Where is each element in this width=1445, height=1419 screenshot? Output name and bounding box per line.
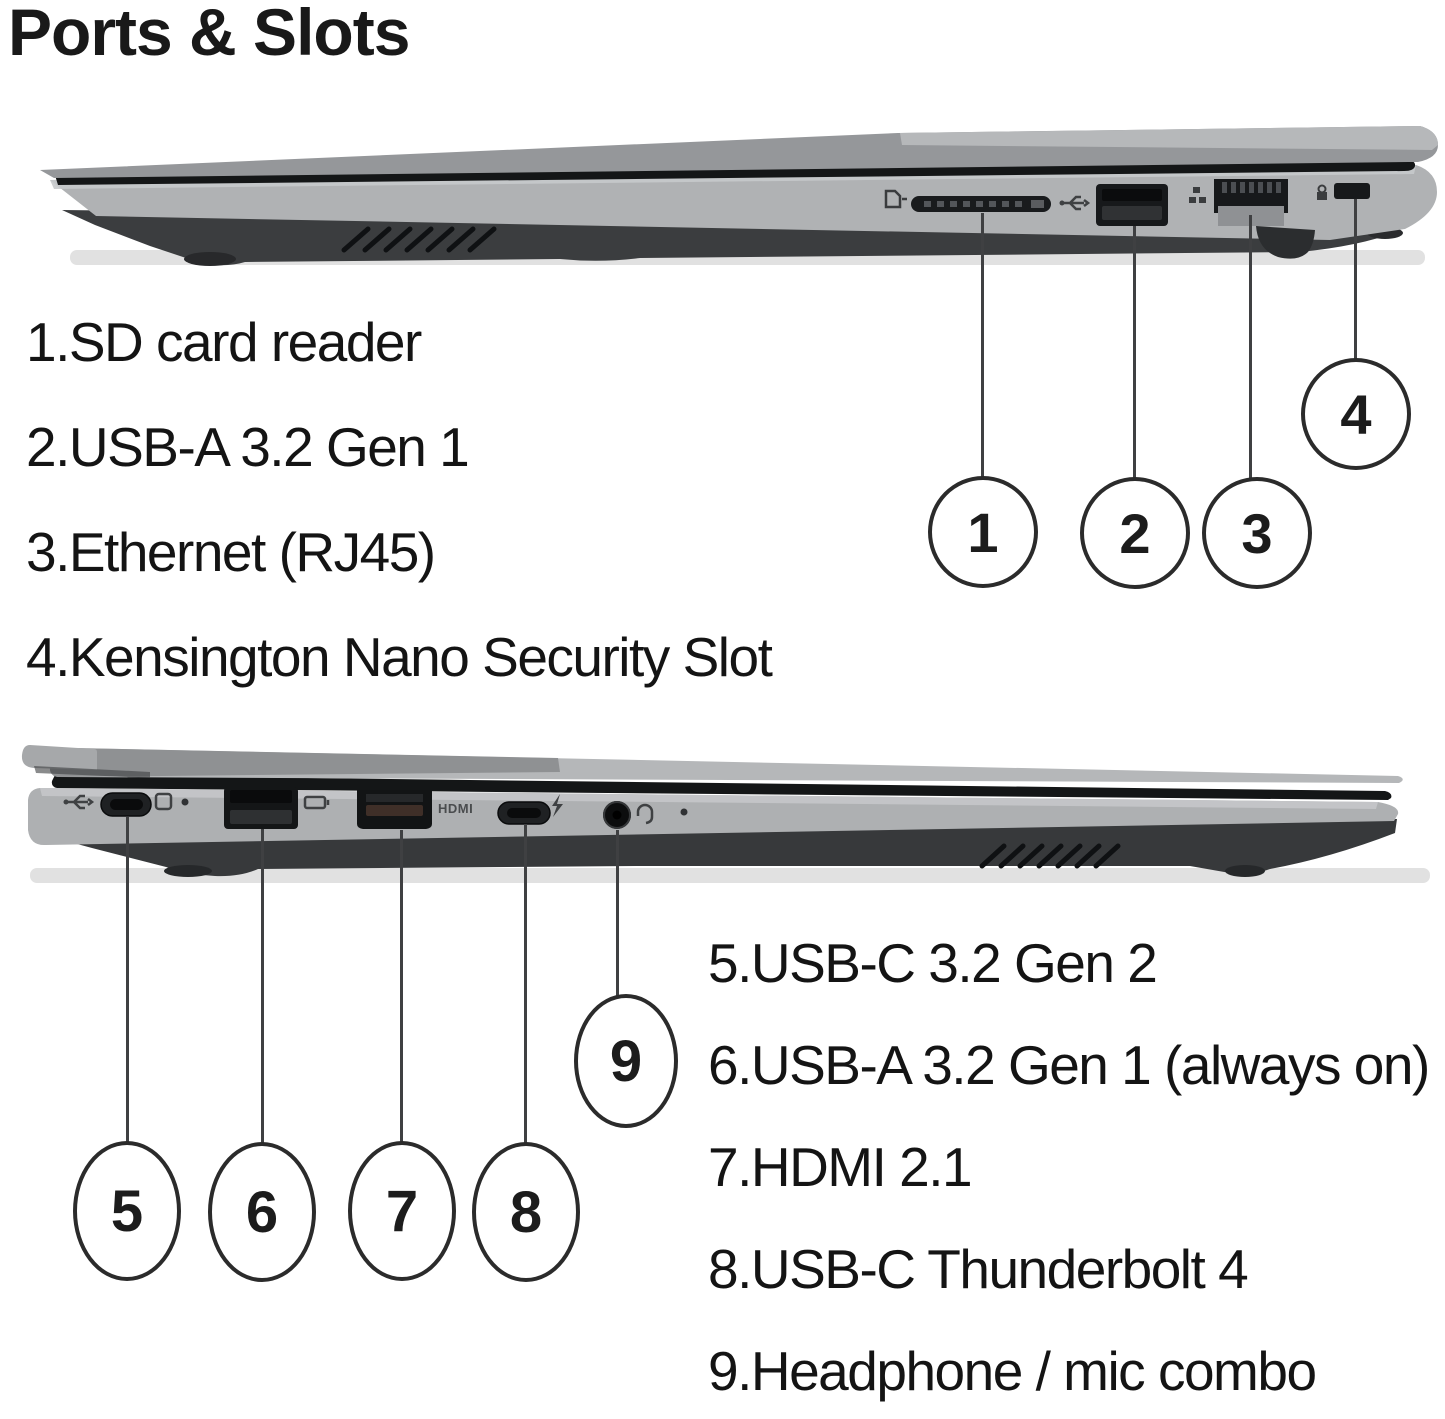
thunderbolt-icon	[552, 794, 563, 817]
kensington-security-slot	[1334, 183, 1370, 199]
usb-a-port	[1096, 184, 1168, 226]
callout-circle-1: 1	[928, 476, 1038, 588]
callout-number: 2	[1119, 501, 1151, 565]
lid-front-lip	[21, 745, 97, 770]
microphone-hole	[680, 808, 688, 816]
lip-shadow	[34, 766, 150, 778]
power-delivery-icon	[154, 792, 173, 811]
port-label-1: 1.SD card reader	[26, 311, 422, 373]
usb-c-port	[100, 792, 152, 817]
leader-line-5	[126, 817, 129, 1143]
rubber-foot	[164, 865, 212, 877]
ethernet-rj45-port	[1214, 179, 1315, 259]
charging-indicator-dot	[181, 798, 189, 806]
callout-circle-8: 8	[472, 1142, 580, 1282]
laptop-right-side-illustration	[40, 126, 1438, 266]
usb-trident-icon	[63, 794, 95, 810]
callout-number: 7	[385, 1178, 419, 1244]
kensington-lock-icon	[1317, 184, 1327, 200]
port-label-6: 6.USB-A 3.2 Gen 1 (always on)	[708, 1034, 1430, 1096]
port-label-7: 7.HDMI 2.1	[708, 1136, 973, 1198]
callout-circle-3: 3	[1202, 477, 1312, 589]
lid-gap	[51, 775, 1392, 800]
callout-number: 5	[110, 1178, 144, 1244]
leader-line-4	[1354, 199, 1357, 360]
lid-highlight	[900, 126, 1438, 150]
callout-number: 9	[609, 1028, 643, 1094]
leader-line-3	[1249, 215, 1252, 479]
lid-shaded-half	[49, 748, 561, 777]
headphone-jack-port	[603, 801, 631, 829]
sd-card-icon	[884, 189, 907, 209]
callout-circle-9: 9	[574, 994, 678, 1128]
usb-a-always-on-port	[224, 787, 298, 829]
battery-icon	[303, 795, 330, 810]
right-side-port-list: 1.SD card reader 2.USB-A 3.2 Gen 1 3.Eth…	[26, 290, 773, 710]
hdmi-marking: HDMI	[438, 801, 473, 816]
callout-circle-5: 5	[73, 1141, 181, 1281]
callout-circle-6: 6	[208, 1142, 316, 1282]
port-label-8: 8.USB-C Thunderbolt 4	[708, 1238, 1249, 1300]
usb-trident-icon	[1059, 195, 1091, 211]
page-title: Ports & Slots	[8, 0, 410, 69]
leader-line-9	[616, 830, 619, 996]
leader-line-6	[261, 829, 264, 1144]
leader-line-1	[981, 213, 984, 478]
callout-number: 3	[1241, 501, 1273, 565]
callout-number: 1	[967, 500, 999, 564]
callout-number: 6	[245, 1179, 279, 1245]
vent-grille	[341, 226, 497, 253]
port-label-9: 9.Headphone / mic combo	[708, 1340, 1317, 1402]
callout-number: 4	[1340, 382, 1372, 446]
hdmi-port	[357, 790, 432, 829]
rubber-foot	[184, 252, 236, 266]
leader-line-7	[400, 830, 403, 1143]
callout-circle-7: 7	[348, 1141, 456, 1281]
callout-number: 8	[509, 1179, 543, 1245]
left-side-port-list: 5.USB-C 3.2 Gen 2 6.USB-A 3.2 Gen 1 (alw…	[708, 912, 1430, 1419]
leader-line-8	[524, 824, 527, 1144]
laptop-shadow	[30, 868, 1430, 883]
callout-circle-4: 4	[1301, 358, 1411, 470]
leader-line-2	[1133, 226, 1136, 479]
sd-card-reader-port	[911, 196, 1051, 212]
port-label-4: 4.Kensington Nano Security Slot	[26, 626, 773, 688]
ethernet-icon	[1189, 187, 1206, 203]
vent-grille	[979, 843, 1121, 869]
rubber-foot	[1225, 865, 1265, 877]
callout-circle-2: 2	[1080, 477, 1190, 589]
port-label-2: 2.USB-A 3.2 Gen 1	[26, 416, 470, 478]
usb-c-thunderbolt-port	[497, 801, 551, 825]
headset-icon	[636, 803, 654, 825]
laptop-left-side-illustration: HDMI	[21, 745, 1430, 883]
port-label-3: 3.Ethernet (RJ45)	[26, 521, 436, 583]
port-label-5: 5.USB-C 3.2 Gen 2	[708, 932, 1158, 994]
